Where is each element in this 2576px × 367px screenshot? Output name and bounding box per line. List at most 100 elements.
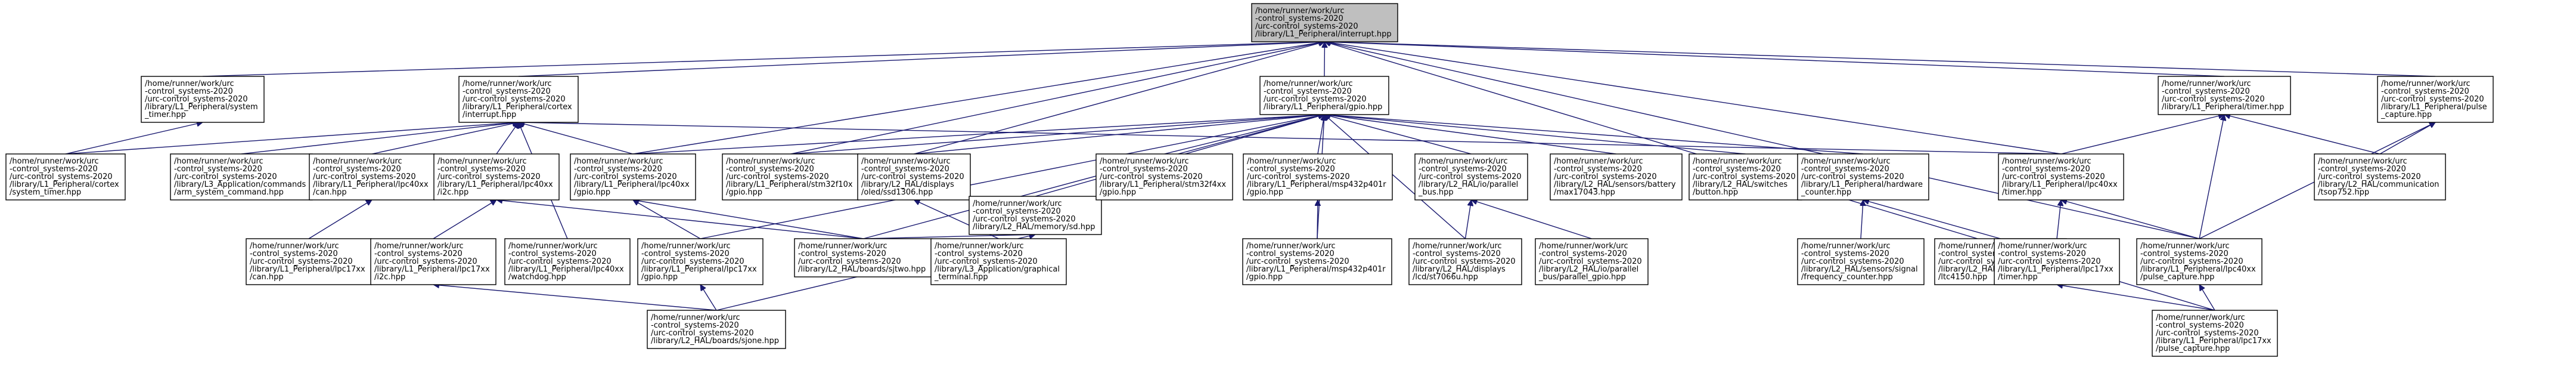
node-label-line: /home/runner/work/urc bbox=[2381, 79, 2471, 88]
node-label-line: -control_systems-2020 bbox=[1255, 14, 1343, 23]
node-ssd1306[interactable]: /home/runner/work/urc-control_systems-20… bbox=[857, 153, 971, 201]
node-label-line: /home/runner/work/urc bbox=[1801, 157, 1891, 166]
node-label-line: /gpio.hpp bbox=[574, 188, 610, 197]
node-label-line: /home/runner/work/urc bbox=[2162, 79, 2251, 88]
node-label-line: /home/runner/work/urc bbox=[1264, 79, 1353, 88]
node-box bbox=[1408, 238, 1522, 285]
node-label-line: /urc-control_systems-2020 bbox=[174, 172, 277, 181]
node-label-line: /urc-control_systems-2020 bbox=[1801, 257, 1904, 266]
node-label-line: /home/runner/work/urc bbox=[651, 313, 740, 322]
edge-sjtwo-to-lpc40xx-gpio bbox=[633, 200, 864, 239]
node-msp432p401r-gpio[interactable]: /home/runner/work/urc-control_systems-20… bbox=[1243, 153, 1393, 201]
node-label-line: /can.hpp bbox=[250, 273, 284, 282]
node-box bbox=[647, 310, 786, 349]
node-graphical-terminal[interactable]: /home/runner/work/urc-control_systems-20… bbox=[930, 238, 1067, 285]
node-stm32f4xx-gpio[interactable]: /home/runner/work/urc-control_systems-20… bbox=[1095, 153, 1233, 201]
node-msp432p401r-gpio2[interactable]: /home/runner/work/urc-control_systems-20… bbox=[1242, 238, 1392, 285]
node-cortex-system-timer[interactable]: /home/runner/work/urc-control_systems-20… bbox=[5, 153, 126, 201]
node-label-line: /gpio.hpp bbox=[726, 188, 762, 197]
node-label-line: -control_systems-2020 bbox=[2140, 249, 2229, 258]
node-label-line: /library/L1_Peripheral/msp432p401r bbox=[1246, 265, 1386, 274]
node-frequency-counter[interactable]: /home/runner/work/urc-control_systems-20… bbox=[1797, 238, 1925, 285]
node-label-line: /home/runner/work/urc bbox=[374, 242, 464, 251]
edge-timer-to-interrupt bbox=[1325, 42, 2225, 77]
node-cortex-interrupt[interactable]: /home/runner/work/urc-control_systems-20… bbox=[458, 76, 579, 123]
node-label-line: /urc-control_systems-2020 bbox=[1554, 172, 1657, 181]
edge-lpc40xx-pulse-capture-to-timer bbox=[2199, 115, 2224, 239]
edge-cortex-system-timer-to-system-timer bbox=[65, 122, 203, 155]
node-label-line: -control_systems-2020 bbox=[463, 87, 551, 96]
node-hardware-counter[interactable]: /home/runner/work/urc-control_systems-20… bbox=[1797, 153, 1929, 201]
node-label-line: -control_systems-2020 bbox=[1998, 249, 2086, 258]
node-label-line: -control_systems-2020 bbox=[1539, 249, 1627, 258]
node-box bbox=[857, 153, 971, 201]
node-label-line: -control_systems-2020 bbox=[935, 249, 1023, 258]
node-label-line: /library/L1_Peripheral/stm32f10x bbox=[726, 180, 853, 189]
node-label-line: /urc-control_systems-2020 bbox=[374, 257, 477, 266]
node-tsop752[interactable]: /home/runner/work/urc-control_systems-20… bbox=[2314, 153, 2446, 201]
node-box bbox=[433, 153, 560, 201]
node-label-line: /library/L1_Peripheral/system bbox=[145, 103, 258, 112]
node-box bbox=[504, 238, 631, 285]
node-max17043[interactable]: /home/runner/work/urc-control_systems-20… bbox=[1550, 153, 1683, 201]
node-lpc40xx-pulse-capture[interactable]: /home/runner/work/urc-control_systems-20… bbox=[2136, 238, 2262, 285]
node-st7066u[interactable]: /home/runner/work/urc-control_systems-20… bbox=[1408, 238, 1522, 285]
node-lpc40xx-gpio[interactable]: /home/runner/work/urc-control_systems-20… bbox=[570, 153, 696, 201]
node-box bbox=[5, 153, 126, 201]
node-pulse-capture[interactable]: /home/runner/work/urc-control_systems-20… bbox=[2377, 76, 2494, 123]
node-label-line: -control_systems-2020 bbox=[10, 165, 98, 174]
node-label-line: _timer.hpp bbox=[144, 110, 186, 119]
node-label-line: /home/runner/work/urc bbox=[2140, 242, 2230, 251]
node-lpc17xx-can[interactable]: /home/runner/work/urc-control_systems-20… bbox=[246, 238, 372, 285]
node-label-line: /arm_system_command.hpp bbox=[174, 188, 284, 197]
node-label-line: /home/runner/work/urc bbox=[250, 242, 339, 251]
node-label-line: /library/L1_Peripheral/lpc17xx bbox=[2156, 337, 2271, 346]
edge-lpc40xx-gpio-to-gpio bbox=[632, 115, 1324, 155]
node-stm32f10x-gpio[interactable]: /home/runner/work/urc-control_systems-20… bbox=[722, 153, 859, 201]
node-gpio[interactable]: /home/runner/work/urc-control_systems-20… bbox=[1259, 76, 1389, 115]
node-parallel-bus[interactable]: /home/runner/work/urc-control_systems-20… bbox=[1414, 153, 1528, 201]
node-label-line: /urc-control_systems-2020 bbox=[973, 215, 1076, 224]
node-label-line: /urc-control_systems-2020 bbox=[2156, 329, 2259, 338]
node-lpc40xx-can[interactable]: /home/runner/work/urc-control_systems-20… bbox=[309, 153, 435, 201]
node-label-line: /can.hpp bbox=[313, 188, 347, 197]
node-sd[interactable]: /home/runner/work/urc-control_systems-20… bbox=[969, 196, 1102, 235]
node-button[interactable]: /home/runner/work/urc-control_systems-20… bbox=[1689, 153, 1802, 201]
node-timer[interactable]: /home/runner/work/urc-control_systems-20… bbox=[2158, 76, 2291, 115]
node-parallel-gpio[interactable]: /home/runner/work/urc-control_systems-20… bbox=[1535, 238, 1649, 285]
node-lpc40xx-watchdog[interactable]: /home/runner/work/urc-control_systems-20… bbox=[504, 238, 631, 285]
node-label-line: /urc-control_systems-2020 bbox=[463, 95, 566, 104]
edge-stm32f10x-gpio-to-interrupt bbox=[790, 42, 1325, 155]
node-lpc17xx-gpio[interactable]: /home/runner/work/urc-control_systems-20… bbox=[637, 238, 764, 285]
node-label-line: -control_systems-2020 bbox=[508, 249, 597, 258]
node-label-line: /timer.hpp bbox=[1998, 273, 2038, 282]
edge-lpc40xx-timer-to-interrupt bbox=[1325, 42, 2062, 155]
node-label-line: /library/L1_Peripheral/stm32f4xx bbox=[1100, 180, 1226, 189]
node-label-line: -control_systems-2020 bbox=[313, 165, 401, 174]
node-label-line: /urc-control_systems-2020 bbox=[651, 329, 754, 338]
node-label-line: -control_systems-2020 bbox=[2156, 321, 2244, 330]
node-box bbox=[1689, 153, 1802, 201]
node-lpc17xx-timer[interactable]: /home/runner/work/urc-control_systems-20… bbox=[1994, 238, 2120, 285]
node-lpc17xx-pulse-capture[interactable]: /home/runner/work/urc-control_systems-20… bbox=[2152, 310, 2278, 357]
node-lpc17xx-i2c[interactable]: /home/runner/work/urc-control_systems-20… bbox=[370, 238, 496, 285]
node-arm-system-command[interactable]: /home/runner/work/urc-control_systems-20… bbox=[170, 153, 313, 201]
node-sjtwo[interactable]: /home/runner/work/urc-control_systems-20… bbox=[794, 238, 933, 277]
node-lpc40xx-timer[interactable]: /home/runner/work/urc-control_systems-20… bbox=[1998, 153, 2124, 201]
node-label-line: /home/runner/work/urc bbox=[1801, 242, 1891, 251]
node-label-line: /library/L1_Peripheral/cortex bbox=[10, 180, 119, 189]
node-box bbox=[930, 238, 1067, 285]
node-label-line: /urc-control_systems-2020 bbox=[1693, 172, 1796, 181]
node-system-timer[interactable]: /home/runner/work/urc-control_systems-20… bbox=[141, 76, 265, 123]
node-interrupt[interactable]: /home/runner/work/urc-control_systems-20… bbox=[1251, 3, 1398, 42]
edge-lpc17xx-can-to-lpc40xx-can bbox=[308, 199, 372, 239]
node-label-line: -control_systems-2020 bbox=[1801, 165, 1889, 174]
edge-frequency-counter-to-hardware-counter bbox=[1861, 200, 1863, 239]
edge-sjtwo-to-lpc40xx-i2c bbox=[496, 200, 864, 239]
node-lpc40xx-i2c[interactable]: /home/runner/work/urc-control_systems-20… bbox=[433, 153, 560, 201]
node-label-line: /library/L1_Peripheral/timer.hpp bbox=[2162, 103, 2284, 112]
edge-lpc40xx-can-to-cortex-interrupt bbox=[371, 122, 519, 155]
node-label-line: /home/runner/work/urc bbox=[726, 157, 815, 166]
node-label-line: /i2c.hpp bbox=[374, 273, 405, 282]
node-sjone[interactable]: /home/runner/work/urc-control_systems-20… bbox=[647, 310, 786, 349]
